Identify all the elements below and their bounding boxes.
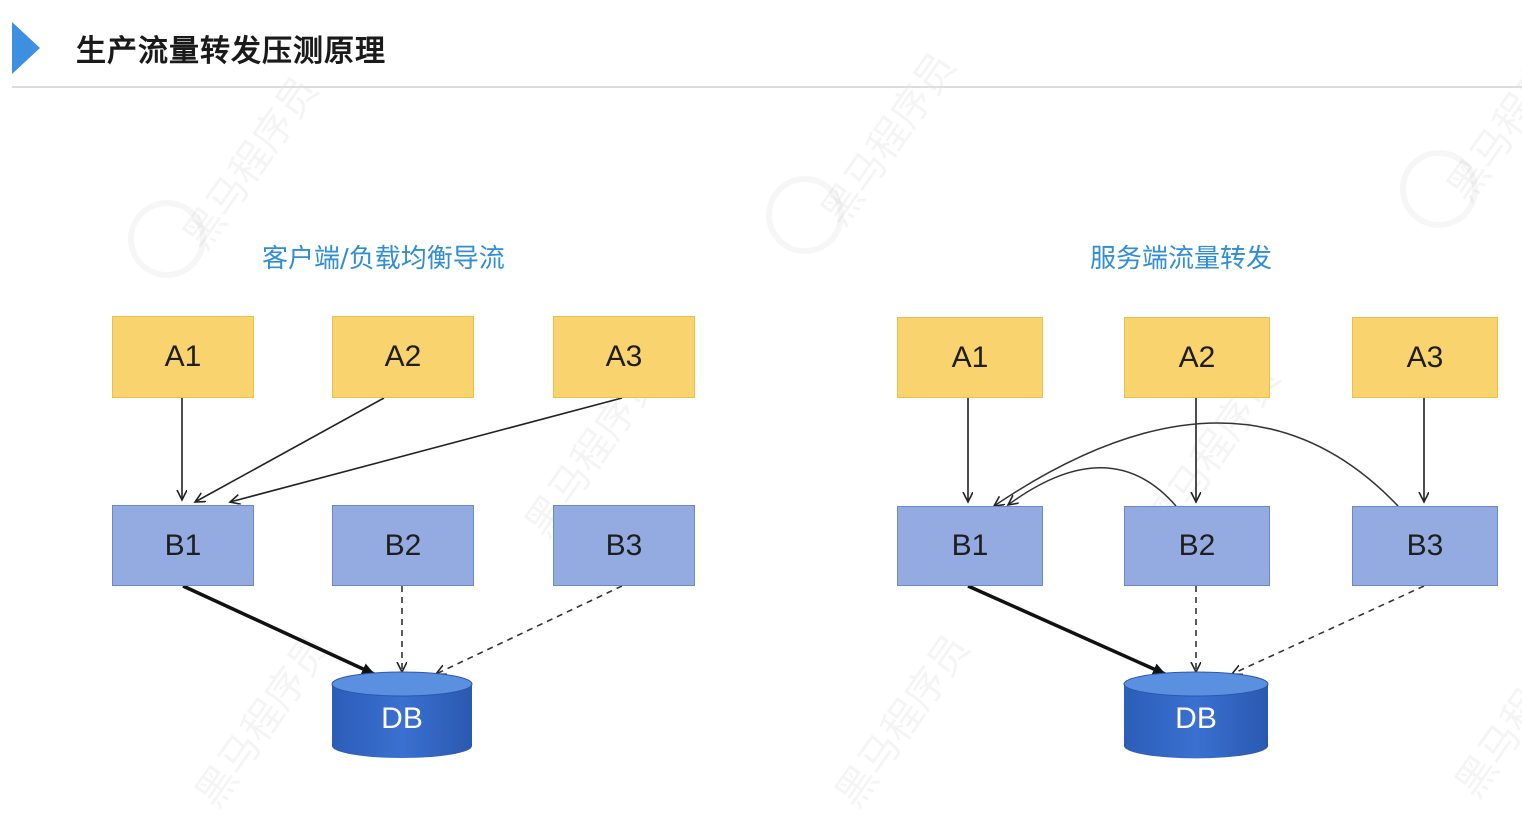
arrow-b1-to-db (182, 584, 375, 676)
page-title: 生产流量转发压测原理 (76, 34, 386, 69)
db-cylinder (1123, 671, 1269, 759)
node-b2: B2 (1124, 506, 1270, 586)
node-a2: A2 (1124, 317, 1270, 398)
db-label: DB (1175, 702, 1217, 735)
left-diagram-title: 客户端/负载均衡导流 (262, 244, 505, 274)
node-b1: B1 (897, 506, 1043, 586)
node-a1: A1 (897, 317, 1043, 398)
arrow-b3-to-db (436, 585, 623, 674)
diagram-canvas (0, 397, 1522, 759)
arrow-b3-to-db (1232, 585, 1425, 674)
right-diagram-title: 服务端流量转发 (1090, 244, 1273, 274)
node-b3: B3 (553, 505, 695, 586)
node-b2: B2 (332, 505, 474, 586)
arrow-b1-to-db (967, 584, 1166, 676)
db-label: DB (381, 702, 423, 735)
node-b3: B3 (1352, 506, 1498, 586)
node-a1: A1 (112, 316, 254, 398)
node-b1: B1 (112, 505, 254, 586)
node-a3: A3 (553, 316, 695, 398)
node-a2: A2 (332, 316, 474, 398)
arrow-b2-to-b1 (1008, 467, 1177, 507)
arrow-a2-to-b1 (195, 397, 385, 502)
slide-header: 生产流量转发压测原理 (0, 0, 1522, 90)
arrow-a3-to-b1 (230, 397, 623, 502)
arrow-b3-to-b1 (994, 422, 1399, 506)
db-cylinder (331, 671, 473, 758)
header-arrow-icon (12, 22, 40, 74)
header-divider (12, 86, 1522, 88)
node-a3: A3 (1352, 317, 1498, 398)
